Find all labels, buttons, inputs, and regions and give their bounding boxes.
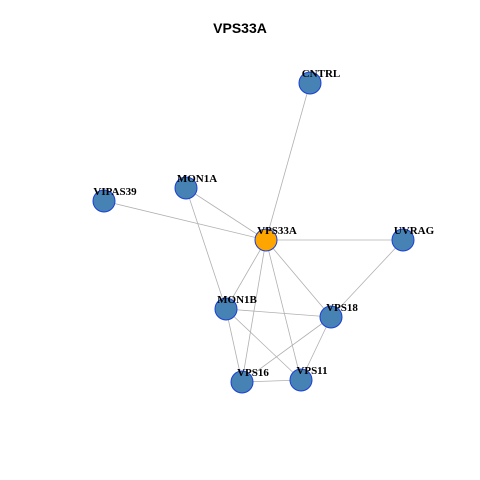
- node-cntrl[interactable]: [298, 71, 322, 95]
- node-label-vps16: VPS16: [237, 367, 269, 379]
- edge-uvrag-vps18: [330, 239, 404, 318]
- node-label-vps11: VPS11: [296, 365, 327, 377]
- node-label-vps33a: VPS33A: [257, 225, 297, 237]
- node-vps16[interactable]: [230, 370, 254, 394]
- edges-layer: [103, 82, 404, 383]
- edge-mon1b-vps18: [225, 308, 332, 318]
- edge-vps33a-vps18: [265, 239, 332, 318]
- node-label-mon1a: MON1A: [177, 173, 217, 185]
- node-label-vps18: VPS18: [326, 302, 358, 314]
- node-uvrag[interactable]: [391, 228, 415, 252]
- edge-vps33a-vps11: [265, 239, 302, 381]
- edge-mon1a-mon1b: [185, 187, 227, 310]
- node-mon1a[interactable]: [174, 176, 198, 200]
- edge-vps18-vps16: [241, 316, 332, 383]
- edge-vps33a-vipas39: [103, 200, 267, 241]
- node-vps33a[interactable]: [254, 228, 278, 252]
- node-label-uvrag: UVRAG: [394, 225, 435, 237]
- node-label-vipas39: VIPAS39: [93, 186, 137, 198]
- edge-vps18-vps11: [300, 316, 332, 381]
- edge-vps33a-mon1a: [185, 187, 267, 241]
- node-vipas39[interactable]: [92, 189, 116, 213]
- edge-vps33a-mon1b: [225, 239, 267, 310]
- graph-title: VPS33A: [213, 20, 267, 36]
- edge-vps33a-cntrl: [265, 82, 311, 241]
- node-label-cntrl: CNTRL: [302, 68, 341, 80]
- node-mon1b[interactable]: [214, 297, 238, 321]
- node-vps18[interactable]: [319, 305, 343, 329]
- edge-mon1b-vps16: [225, 308, 243, 383]
- edge-mon1b-vps11: [225, 308, 302, 381]
- node-vps11[interactable]: [289, 368, 313, 392]
- node-label-mon1b: MON1B: [217, 294, 257, 306]
